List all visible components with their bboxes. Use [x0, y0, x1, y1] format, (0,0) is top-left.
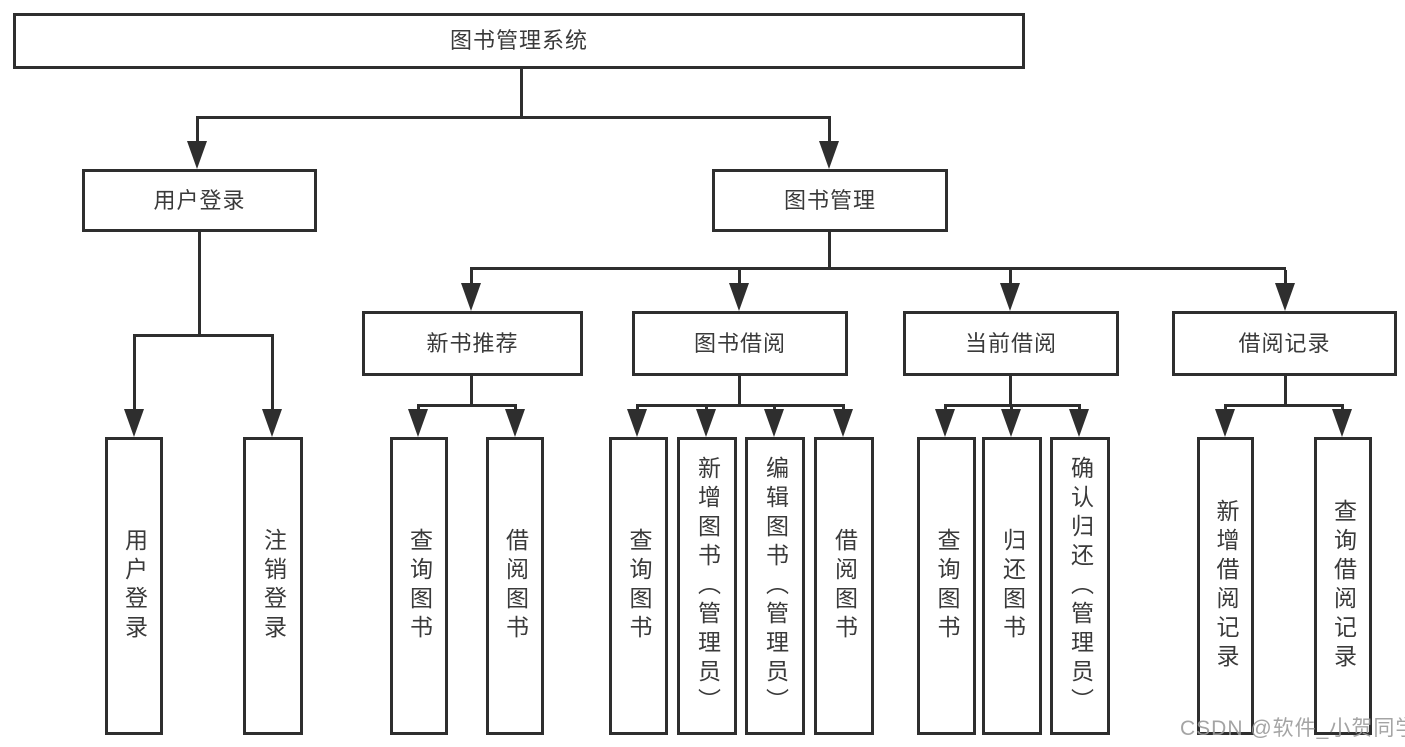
connector-nb-query-drop	[417, 406, 420, 411]
arrowhead-records	[1275, 283, 1295, 311]
connector-bb-borrow-drop	[842, 406, 845, 411]
leaf-current-confirm-label: 确认归还（管理员）	[1067, 455, 1094, 717]
node-current-borrowing-label: 当前借阅	[964, 330, 1057, 356]
arrowhead-cb-return	[1001, 409, 1021, 437]
leaf-records-query: 查询借阅记录	[1314, 437, 1372, 735]
csdn-watermark: CSDN @软件_小贺同学	[1180, 717, 1405, 740]
connector-bb-edit-drop	[773, 406, 776, 411]
connector-book-management-drop	[828, 118, 831, 141]
connector-bookborrow-drop	[738, 270, 741, 284]
connector-bookborrow-stem	[738, 376, 741, 406]
leaf-borrow-borrow: 借阅图书	[814, 437, 874, 735]
arrowhead-cb-confirm	[1069, 409, 1089, 437]
connector-br-add-drop	[1224, 406, 1227, 411]
connector-user-login-bus	[133, 334, 274, 337]
arrowhead-br-add	[1215, 409, 1235, 437]
leaf-borrow-add-label: 新增图书（管理员）	[694, 455, 721, 717]
connector-records-drop	[1284, 270, 1287, 284]
connector-leaf-login-drop	[133, 336, 136, 409]
connector-book-management-stem	[828, 232, 831, 270]
arrowhead-cb-query	[935, 409, 955, 437]
node-book-borrowing: 图书借阅	[632, 311, 848, 376]
node-root-label: 图书管理系统	[449, 28, 588, 53]
arrowhead-leaf-logout	[262, 409, 282, 437]
leaf-current-confirm: 确认归还（管理员）	[1050, 437, 1110, 735]
connector-root-stem	[520, 69, 523, 117]
arrowhead-leaf-login	[124, 409, 144, 437]
connector-newbook-drop	[470, 270, 473, 284]
connector-currentborrow-bus	[944, 404, 1081, 407]
connector-nb-borrow-drop	[514, 406, 517, 411]
node-current-borrowing: 当前借阅	[903, 311, 1119, 376]
arrowhead-currentborrow	[1000, 283, 1020, 311]
leaf-newbook-query-label: 查询图书	[406, 528, 433, 644]
leaf-newbook-borrow: 借阅图书	[486, 437, 544, 735]
connector-level3-bus	[470, 267, 1286, 270]
leaf-user-login-label: 用户登录	[121, 528, 148, 644]
leaf-current-query-label: 查询图书	[934, 528, 960, 644]
connector-user-login-drop	[196, 118, 199, 141]
connector-records-bus	[1224, 404, 1344, 407]
arrowhead-bb-edit	[764, 409, 784, 437]
node-borrowing-records-label: 借阅记录	[1238, 330, 1331, 356]
connector-cb-confirm-drop	[1078, 406, 1081, 411]
leaf-current-query: 查询图书	[917, 437, 976, 735]
arrowhead-bookborrow	[729, 283, 749, 311]
leaf-newbook-borrow-label: 借阅图书	[502, 528, 529, 644]
leaf-newbook-query: 查询图书	[390, 437, 448, 735]
node-book-borrowing-label: 图书借阅	[693, 330, 786, 356]
leaf-borrow-edit-label: 编辑图书（管理员）	[762, 455, 789, 717]
arrowhead-user-login	[187, 141, 207, 169]
arrowhead-nb-query	[408, 409, 428, 437]
connector-records-stem	[1284, 376, 1287, 406]
leaf-current-return: 归还图书	[982, 437, 1042, 735]
connector-currentborrow-stem	[1009, 376, 1012, 406]
arrowhead-book-management	[819, 141, 839, 169]
node-borrowing-records: 借阅记录	[1172, 311, 1397, 376]
leaf-current-return-label: 归还图书	[999, 528, 1026, 644]
node-book-management-label: 图书管理	[783, 187, 876, 213]
leaf-user-login: 用户登录	[105, 437, 163, 735]
leaf-records-add-label: 新增借阅记录	[1213, 499, 1239, 673]
leaf-borrow-query-label: 查询图书	[626, 528, 652, 644]
node-book-management: 图书管理	[712, 169, 948, 232]
node-new-book-recommend-label: 新书推荐	[426, 330, 519, 356]
arrowhead-nb-borrow	[505, 409, 525, 437]
connector-user-login-stem	[198, 232, 201, 336]
arrowhead-br-query	[1332, 409, 1352, 437]
arrowhead-newbook	[461, 283, 481, 311]
connector-cb-query-drop	[944, 406, 947, 411]
leaf-logout: 注销登录	[243, 437, 303, 735]
connector-newbook-stem	[470, 376, 473, 406]
connector-level2-bus	[196, 116, 831, 119]
node-root: 图书管理系统	[13, 13, 1025, 69]
leaf-records-query-label: 查询借阅记录	[1330, 499, 1357, 673]
leaf-borrow-query: 查询图书	[609, 437, 668, 735]
leaf-borrow-borrow-label: 借阅图书	[831, 528, 858, 644]
connector-cb-return-drop	[1010, 406, 1013, 411]
connector-bookborrow-bus	[636, 404, 845, 407]
node-user-login: 用户登录	[82, 169, 317, 232]
node-user-login-label: 用户登录	[153, 187, 246, 213]
node-new-book-recommend: 新书推荐	[362, 311, 583, 376]
connector-newbook-bus	[417, 404, 517, 407]
connector-currentborrow-drop	[1009, 270, 1012, 284]
arrowhead-bb-borrow	[833, 409, 853, 437]
leaf-borrow-add: 新增图书（管理员）	[677, 437, 737, 735]
connector-bb-add-drop	[705, 406, 708, 411]
arrowhead-bb-add	[696, 409, 716, 437]
connector-leaf-logout-drop	[271, 336, 274, 409]
leaf-logout-label: 注销登录	[260, 528, 287, 644]
connector-br-query-drop	[1341, 406, 1344, 411]
arrowhead-bb-query	[627, 409, 647, 437]
leaf-records-add: 新增借阅记录	[1197, 437, 1254, 735]
leaf-borrow-edit: 编辑图书（管理员）	[745, 437, 805, 735]
connector-bb-query-drop	[636, 406, 639, 411]
